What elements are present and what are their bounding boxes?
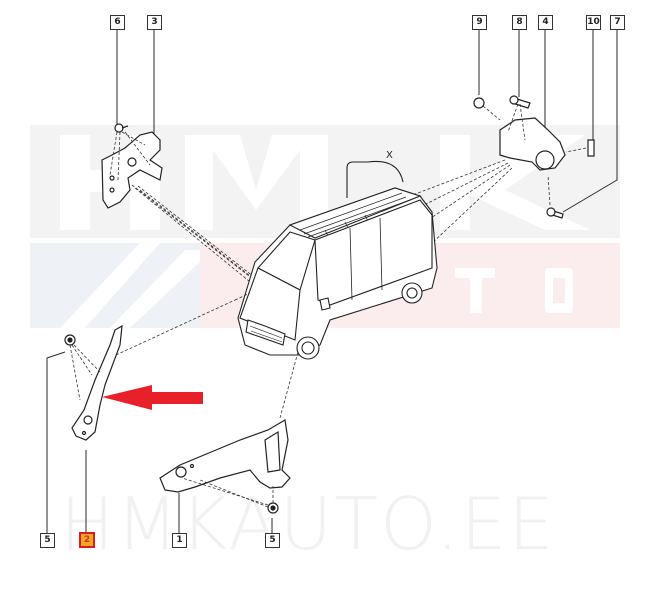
- callout-6: 6: [110, 15, 125, 30]
- callout-9: 9: [472, 15, 487, 30]
- callout-4: 4: [538, 15, 553, 30]
- hinge-part-3: [101, 123, 163, 209]
- callout-10: 10: [586, 15, 601, 30]
- hinge-part-4: [473, 95, 595, 219]
- callout-5-right: 5: [265, 533, 280, 548]
- watermark-text: HMKAUTO.EE: [60, 482, 556, 566]
- callout-2-highlighted: 2: [79, 532, 95, 548]
- rotation-label: X: [386, 150, 393, 161]
- callout-3: 3: [147, 15, 162, 30]
- callout-8: 8: [512, 15, 527, 30]
- callout-7: 7: [610, 15, 625, 30]
- hinge-part-1: [159, 419, 291, 514]
- van-illustration: [237, 160, 438, 360]
- hinge-part-2: [64, 324, 123, 441]
- highlight-arrow: [102, 385, 203, 410]
- callout-1: 1: [172, 533, 187, 548]
- callout-5-left: 5: [40, 533, 55, 548]
